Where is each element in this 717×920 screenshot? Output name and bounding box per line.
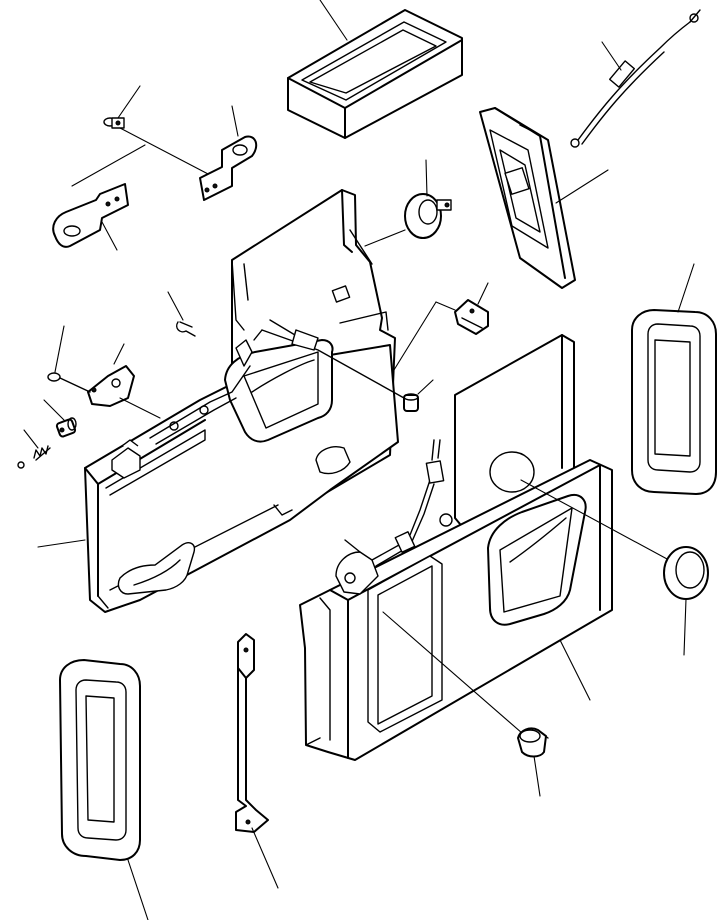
leader-line-cap (683, 598, 687, 656)
leader-line-clip (167, 291, 184, 321)
leader-line-nut (417, 379, 434, 395)
leader-line-lower-bracket (101, 221, 118, 251)
linkage-rod (149, 319, 405, 445)
right-duct-ring (631, 309, 717, 495)
servo-actuator (55, 417, 77, 438)
lower-hinge-bracket (52, 183, 129, 248)
cable-clamp (454, 299, 489, 335)
lock-collar (47, 365, 135, 407)
leader-line-collar-2 (119, 397, 161, 419)
leader-line-left-housing (37, 539, 86, 548)
knob (517, 727, 549, 758)
leader-line-upper-bracket (231, 105, 239, 137)
leader-line-plate-cap (520, 479, 681, 567)
upper-hinge-bracket (199, 135, 258, 201)
right-heater-housing (299, 334, 613, 761)
left-heater-housing (84, 189, 399, 613)
leader-line-grommet-housing (364, 229, 406, 247)
leader-line-bolt-lower (71, 144, 146, 187)
leader-line-knob (533, 755, 541, 797)
leader-line-louver (555, 169, 609, 204)
top-duct (287, 9, 463, 139)
leader-line-clamp-3 (388, 301, 437, 379)
leader-line-stay (251, 827, 279, 889)
leader-line-spring (23, 429, 39, 449)
control-cable (570, 9, 701, 148)
leader-line-collar (113, 343, 125, 365)
leader-line-top-duct (319, 0, 348, 41)
hinge-bolt (103, 117, 125, 129)
leader-line-right-housing (559, 639, 591, 701)
leader-line-clamp (477, 282, 489, 305)
leader-line-bolt (117, 85, 141, 119)
leader-line-collar-bolt (54, 325, 65, 373)
side-louver-panel (479, 107, 576, 289)
clip (176, 321, 196, 337)
grommet (404, 193, 452, 239)
leader-line-bolt-bracket (119, 127, 211, 176)
leader-line-left-ring (127, 859, 149, 920)
round-cap (663, 546, 709, 600)
leader-line-right-housing-2 (382, 611, 531, 741)
leader-line-servo (43, 399, 65, 421)
spring (33, 445, 51, 461)
ball (17, 461, 25, 469)
nut (403, 393, 419, 412)
leader-line-cable (601, 41, 622, 71)
leader-line-clamp-2 (435, 301, 456, 311)
leader-line-right-ring (677, 263, 695, 313)
support-stay (235, 633, 269, 833)
leader-line-grommet (425, 159, 428, 197)
left-duct-ring (59, 659, 141, 861)
